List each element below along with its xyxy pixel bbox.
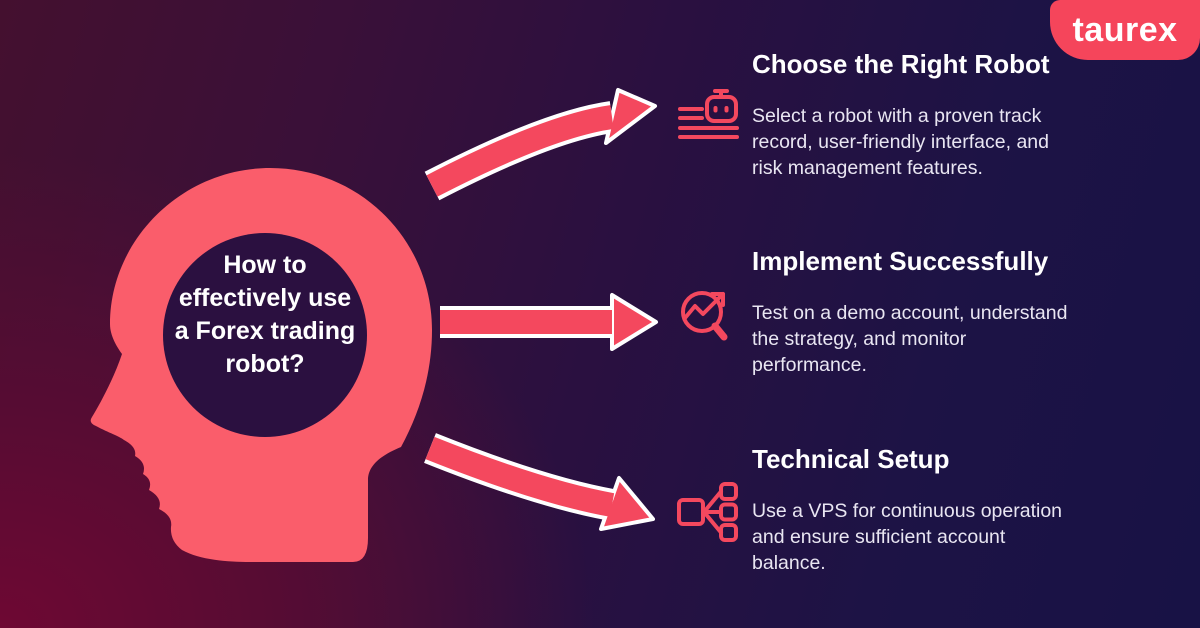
step-body: Select a robot with a proven track recor… [752, 104, 1049, 179]
step-title: Technical Setup [752, 444, 950, 474]
straight-arrow-middle [440, 293, 658, 351]
head-inner-circle [163, 233, 367, 437]
step-body: Use a VPS for continuous operation and e… [752, 499, 1063, 574]
step-implement-successfully: Implement Successfully Test on a demo ac… [681, 246, 1097, 379]
head-silhouette [90, 168, 433, 562]
network-nodes-icon [677, 482, 738, 542]
brand-badge: taurex [1050, 0, 1200, 60]
robot-checklist-icon [678, 89, 739, 139]
head-question-text: How to effectively use a Forex trading r… [174, 251, 356, 378]
chart-magnifier-icon [681, 291, 728, 341]
step-choose-robot: Choose the Right Robot Select a robot wi… [678, 49, 1097, 182]
step-body: Test on a demo account, understand the s… [752, 301, 1068, 376]
step-title: Implement Successfully [752, 246, 1049, 276]
step-technical-setup: Technical Setup Use a VPS for continuous… [677, 444, 1097, 577]
curved-arrow-bottom [424, 433, 655, 531]
brand-logo-text: taurex [1072, 10, 1178, 49]
step-title: Choose the Right Robot [752, 49, 1050, 79]
curved-arrow-top [424, 88, 657, 201]
